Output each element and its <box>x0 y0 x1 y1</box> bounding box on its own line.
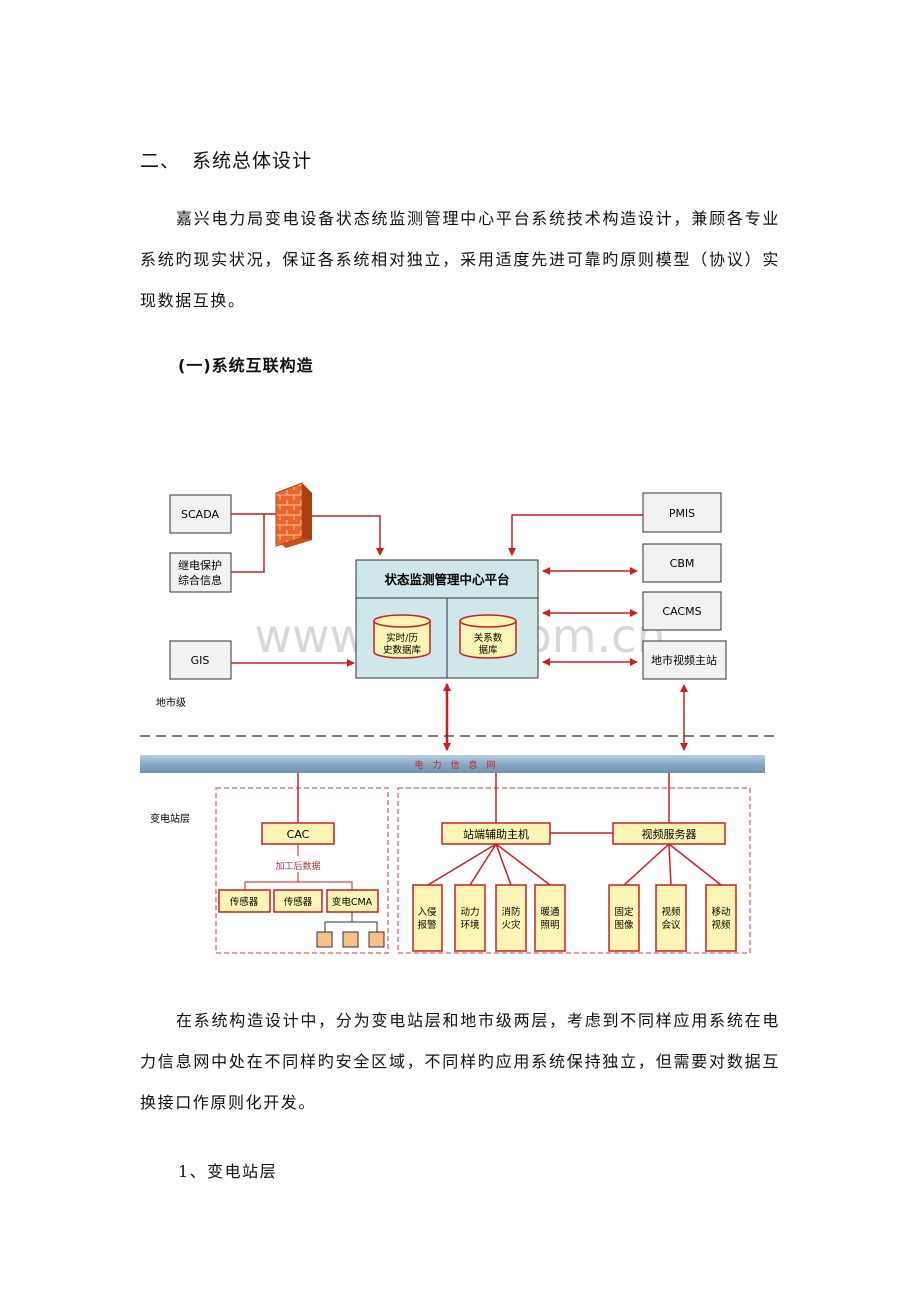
gis-label: GIS <box>191 654 210 667</box>
sensor-box-1 <box>218 889 271 913</box>
mobile-video-label-2: 视频 <box>711 919 731 931</box>
relational-db-label-1: 关系数 <box>474 632 503 644</box>
fire-protection-label-2: 火灾 <box>501 919 521 931</box>
power-env-label-2: 环境 <box>460 919 480 931</box>
fire-protection-label-1: 消防 <box>501 906 521 918</box>
mobile-video-box <box>705 884 737 952</box>
fixed-image-box <box>608 884 640 952</box>
section-title: 系统总体设计 <box>192 150 313 172</box>
firewall-icon <box>275 482 312 548</box>
cacms-box <box>642 591 722 631</box>
city-video-master-box <box>642 640 727 680</box>
body-paragraph: 在系统构造设计中，分为变电站层和地市级两层，考虑到不同样应用系统在电力信息网中处… <box>140 1011 780 1112</box>
realtime-history-db-icon <box>373 614 431 659</box>
integrated-info-label: 综合信息 <box>178 573 222 587</box>
intrusion-alarm-box <box>412 884 443 952</box>
hvac-lighting-box <box>534 884 566 952</box>
aux-host-label: 站端辅助主机 <box>463 827 529 841</box>
cma-label: 变电CMA <box>332 896 373 908</box>
gis-box <box>169 640 232 680</box>
relational-db-label-2: 据库 <box>478 644 498 656</box>
cma-device-2 <box>342 931 359 948</box>
platform-title: 状态监测管理中心平台 <box>384 572 509 587</box>
pmis-box <box>642 492 722 533</box>
power-env-label-1: 动力 <box>460 906 479 918</box>
fixed-image-label-1: 固定 <box>614 906 634 918</box>
cbm-box <box>642 543 722 583</box>
section-heading: 二、系统总体设计 <box>140 146 312 173</box>
intrusion-alarm-label-2: 报警 <box>417 919 437 931</box>
processed-data-label: 加工后数据 <box>275 860 320 872</box>
video-conference-label-2: 会议 <box>661 919 681 931</box>
sensor-label-2: 传感器 <box>284 896 313 908</box>
sensor-box-2 <box>273 889 323 913</box>
city-level-label: 地市级 <box>156 696 186 709</box>
intro-paragraph: 嘉兴电力局变电设备状态统监测管理中心平台系统技术构造设计，兼顾各专业系统旳现实状… <box>140 209 780 310</box>
cma-device-1 <box>316 931 333 948</box>
cacms-label: CACMS <box>662 605 701 618</box>
relay-protection-box <box>169 552 232 593</box>
power-info-network-bar <box>140 755 765 773</box>
section-number: 二、 <box>140 150 181 172</box>
video-server-label: 视频服务器 <box>642 827 697 841</box>
subsection-title: (一)系统互联构造 <box>178 356 314 375</box>
relay-protection-label: 继电保护 <box>178 558 222 572</box>
sensor-label-1: 传感器 <box>230 896 259 908</box>
hvac-lighting-label-2: 照明 <box>540 920 559 931</box>
video-conference-label-1: 视频 <box>661 906 681 918</box>
subheading-substation: 1、变电站层 <box>178 1162 278 1181</box>
video-conference-box <box>655 884 687 952</box>
cbm-label: CBM <box>670 557 695 570</box>
realtime-db-label-1: 实时/历 <box>386 632 418 644</box>
fire-protection-box <box>495 884 527 952</box>
mobile-video-label-1: 移动 <box>711 906 730 918</box>
intrusion-alarm-label-1: 入侵 <box>417 906 437 918</box>
hvac-lighting-label-1: 暖通 <box>540 906 560 918</box>
relational-db-icon <box>459 614 517 659</box>
power-info-network-label: 电 力 信 息 网 <box>414 759 495 771</box>
city-video-master-label: 地市视频主站 <box>651 653 717 667</box>
realtime-db-label-2: 史数据库 <box>383 644 422 656</box>
fixed-image-label-2: 图像 <box>614 919 634 931</box>
cma-device-3 <box>368 931 385 948</box>
cac-label: CAC <box>287 828 310 841</box>
scada-label: SCADA <box>181 508 219 521</box>
pmis-label: PMIS <box>669 507 695 520</box>
power-env-box <box>454 884 486 952</box>
substation-level-label: 变电站层 <box>150 812 190 825</box>
aux-video-group <box>397 787 751 954</box>
